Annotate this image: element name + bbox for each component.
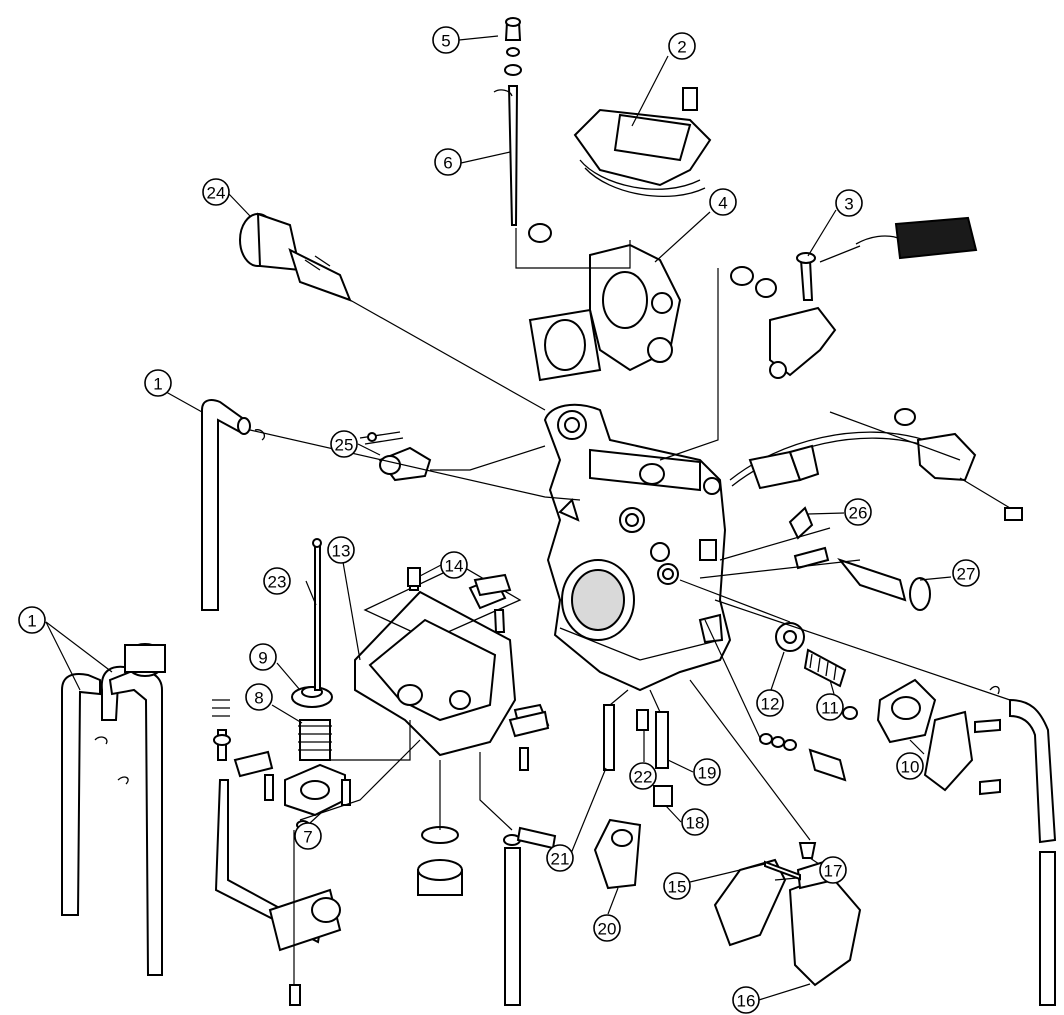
callout-18: 18 — [681, 808, 709, 836]
callout-12: 12 — [756, 689, 784, 717]
callout-25-label: 25 — [335, 436, 354, 455]
callout-18-label: 18 — [686, 814, 705, 833]
callout-10-label: 10 — [901, 758, 920, 777]
callout-23: 23 — [263, 567, 291, 595]
callout-15: 15 — [663, 872, 691, 900]
right-side-parts — [759, 506, 1057, 1006]
callout-9-label: 9 — [258, 649, 267, 668]
callout-15-label: 15 — [668, 878, 687, 897]
callout-6: 6 — [434, 148, 462, 176]
callout-5-label: 5 — [441, 32, 450, 51]
callout-14: 14 — [440, 551, 468, 579]
callout-4: 4 — [709, 188, 737, 216]
callout-27: 27 — [952, 559, 980, 587]
callout-11: 11 — [816, 693, 844, 721]
callout-3: 3 — [835, 189, 863, 217]
callout-2: 2 — [668, 32, 696, 60]
callout-13: 13 — [327, 536, 355, 564]
throttle-valve — [515, 223, 682, 382]
callout-1b: 1 — [18, 606, 46, 634]
callout-26: 26 — [844, 498, 872, 526]
callout-7: 7 — [294, 822, 322, 850]
callout-19: 19 — [693, 758, 721, 786]
throttle-shaft-lever — [730, 252, 837, 379]
callout-16: 16 — [732, 986, 760, 1014]
drain-hose-lower-left — [212, 699, 342, 1006]
callout-8: 8 — [245, 683, 273, 711]
choke-lever — [359, 431, 432, 482]
callout-14-label: 14 — [445, 557, 464, 576]
leader-lines — [45, 35, 1011, 1005]
callout-21-label: 21 — [551, 850, 570, 869]
vent-hoses-lower-left — [61, 643, 166, 976]
idle-adjust-screw — [239, 212, 546, 411]
throttle-sensor-harness — [729, 408, 1023, 521]
threadlock-tube — [819, 216, 978, 263]
callout-10: 10 — [896, 752, 924, 780]
callout-4-label: 4 — [718, 194, 727, 213]
callout-24: 24 — [202, 178, 230, 206]
accelerator-pump-parts — [233, 538, 351, 817]
callout-20-label: 20 — [598, 920, 617, 939]
callout-20: 20 — [593, 914, 621, 942]
callout-1a-label: 1 — [153, 375, 162, 394]
callout-1b-label: 1 — [27, 612, 36, 631]
float-bowl — [354, 564, 550, 771]
needle-assembly — [493, 17, 522, 226]
callout-11-label: 11 — [821, 699, 839, 718]
callout-9: 9 — [249, 643, 277, 671]
callout-21: 21 — [546, 844, 574, 872]
callout-13-label: 13 — [332, 542, 351, 561]
carburetor-top-cover — [573, 87, 712, 198]
callout-23-label: 23 — [268, 573, 287, 592]
bowl-drain-plug — [417, 826, 521, 1006]
carburetor-body — [543, 403, 732, 692]
callout-8-label: 8 — [254, 689, 263, 708]
callout-16-label: 16 — [737, 992, 756, 1011]
callout-1a: 1 — [144, 369, 172, 397]
callout-2-label: 2 — [677, 38, 686, 57]
callout-25: 25 — [330, 430, 358, 458]
callout-27-label: 27 — [957, 565, 976, 584]
callout-17: 17 — [819, 856, 847, 884]
callout-24-label: 24 — [207, 184, 226, 203]
callout-12-label: 12 — [761, 695, 780, 714]
callout-19-label: 19 — [698, 764, 717, 783]
callout-17-label: 17 — [824, 862, 843, 881]
callout-7-label: 7 — [303, 828, 312, 847]
callout-26-label: 26 — [849, 504, 868, 523]
callout-3-label: 3 — [844, 195, 853, 214]
jet-parts — [593, 704, 673, 890]
callout-5: 5 — [432, 26, 460, 54]
callout-6-label: 6 — [443, 154, 452, 173]
callout-22-label: 22 — [634, 768, 653, 787]
callout-22: 22 — [629, 762, 657, 790]
